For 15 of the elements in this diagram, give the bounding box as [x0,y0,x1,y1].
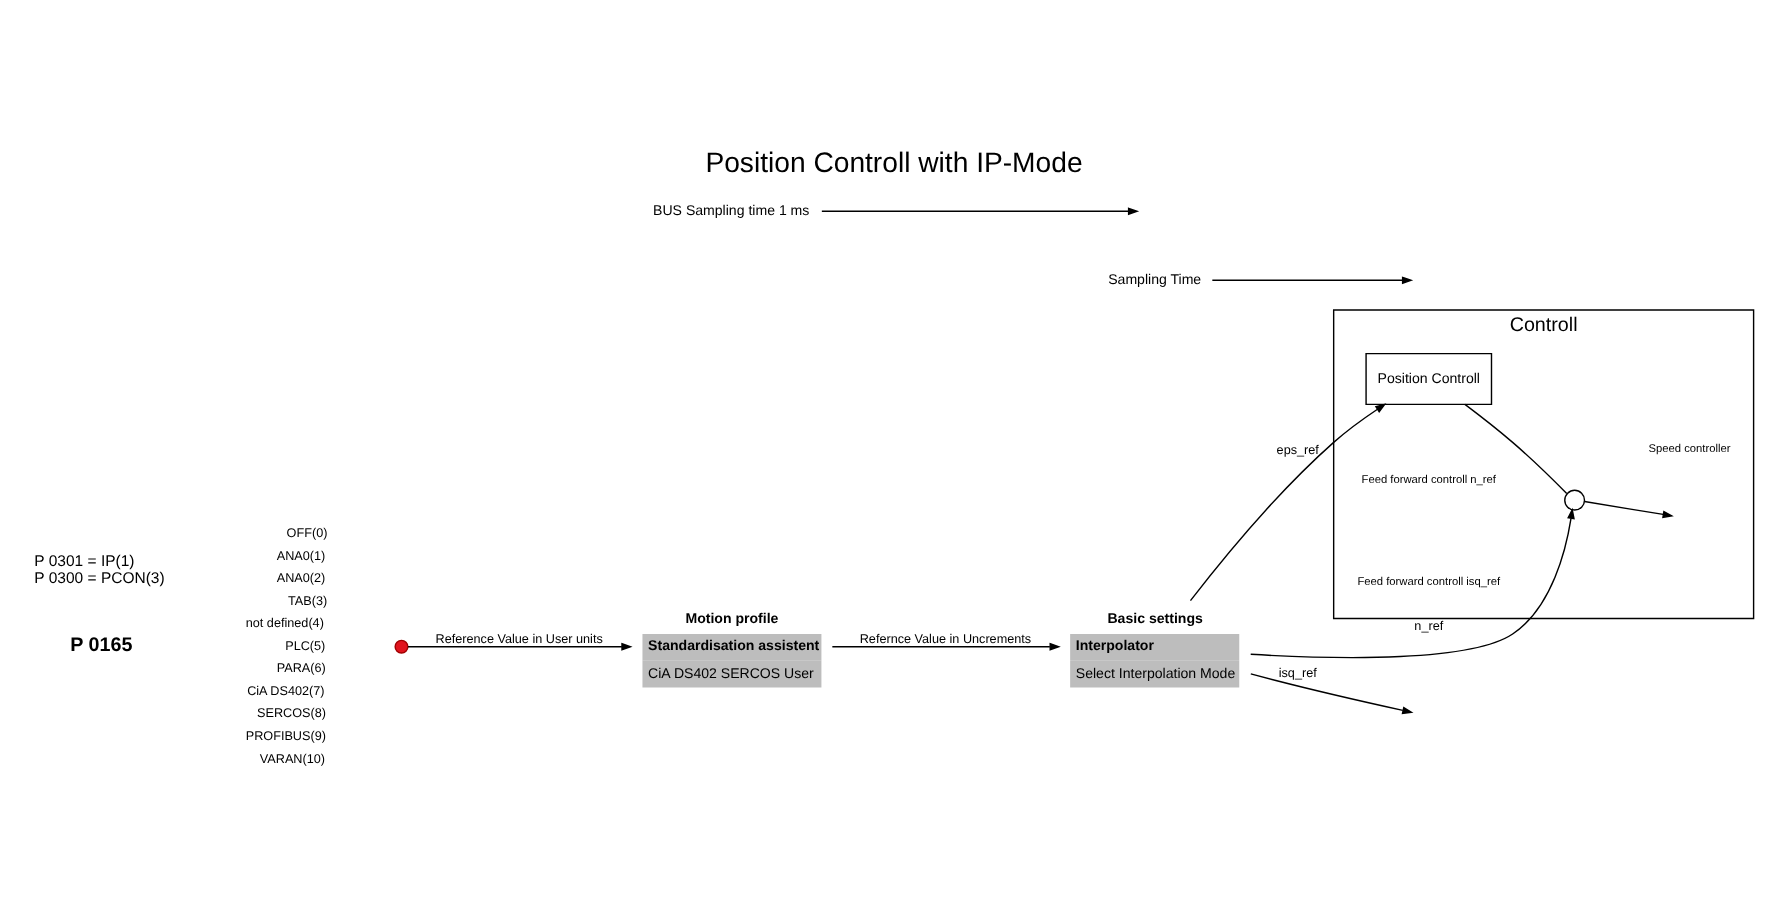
label: P 0301 = IP(1) [34,551,135,570]
arrow [821,206,1140,215]
arrow [1211,275,1414,284]
connector [1464,402,1568,494]
diagram-title: Position Controll with IP-Mode [705,144,1083,177]
arrow [1250,672,1414,714]
node-circle [394,638,409,653]
label: P 0300 = PCON(3) [34,568,165,587]
arrow [407,641,633,650]
arrow [831,641,1061,650]
node-circle [1564,488,1586,510]
node-text: P 0165 [70,633,133,656]
arrow [1189,402,1387,601]
arrow [1250,506,1575,658]
arrow [1583,499,1674,518]
